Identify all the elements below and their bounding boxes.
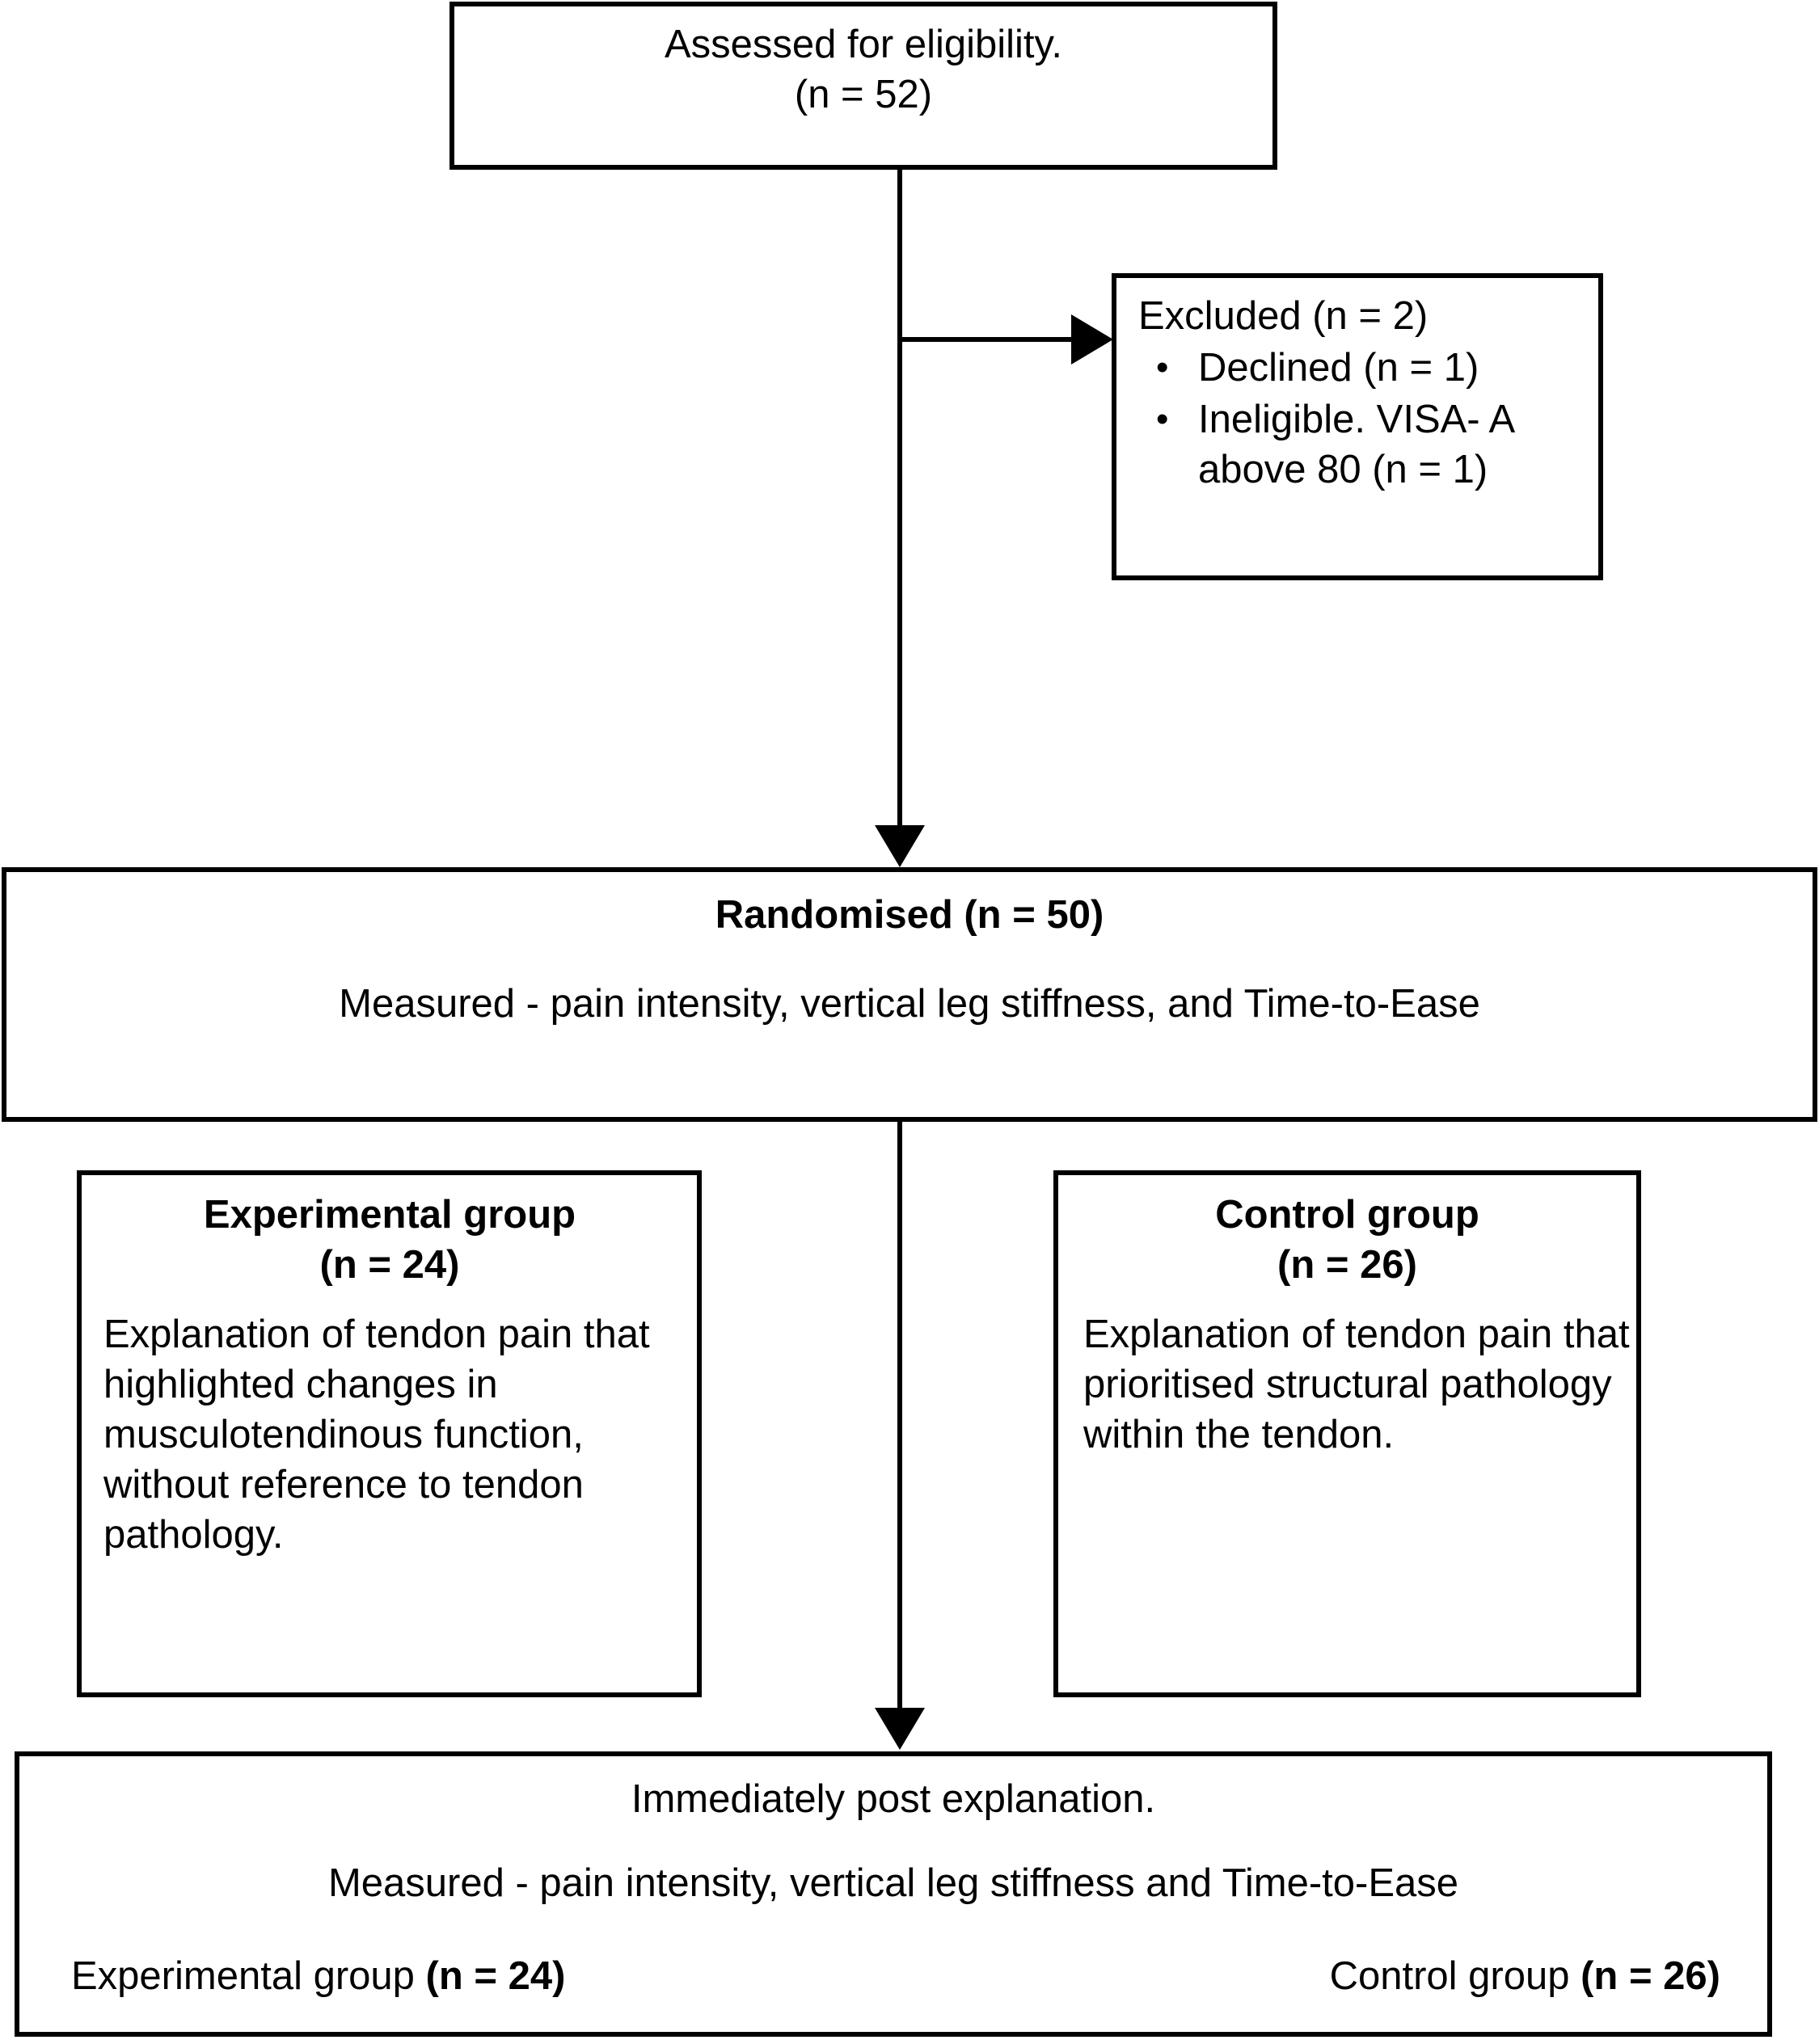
post-explanation-title: Immediately post explanation. xyxy=(631,1777,1156,1821)
control-group-description: Explanation of tendon pain that prioriti… xyxy=(1083,1313,1630,1456)
post-explanation-box xyxy=(15,1751,1772,2037)
excluded-title: Excluded (n = 2) xyxy=(1138,294,1429,338)
connector-excluded-horizontal xyxy=(897,337,1090,342)
experimental-group-title: Experimental group (n = 24) xyxy=(91,1190,689,1290)
post-control-group: Control group (n = 26) xyxy=(1330,1952,1720,2000)
arrowhead-to-post-explanation-icon xyxy=(875,1708,925,1750)
assessed-for-eligibility-text: Assessed for eligibility. (n = 52) xyxy=(449,19,1277,120)
post-explanation-measured-text: Measured - pain intensity, vertical leg … xyxy=(327,1861,1459,1905)
control-group-title: Control group (n = 26) xyxy=(1066,1190,1629,1290)
experimental-count: (n = 24) xyxy=(319,1243,460,1287)
experimental-title-line-1: Experimental group xyxy=(203,1193,576,1237)
control-title-line-1: Control group xyxy=(1215,1193,1479,1237)
arrowhead-to-excluded-icon xyxy=(1071,314,1113,365)
post-control-label: Control group xyxy=(1329,1954,1581,1998)
connector-randomised-vertical xyxy=(897,1122,902,1713)
post-control-count: (n = 26) xyxy=(1581,1954,1720,1998)
post-experimental-label: Experimental group xyxy=(71,1954,426,1998)
connector-assessed-vertical xyxy=(897,170,902,827)
arrowhead-to-randomised-icon xyxy=(875,825,925,867)
post-experimental-group: Experimental group (n = 24) xyxy=(71,1952,565,2000)
excluded-reasons-list: Declined (n = 1) Ineligible. VISA- A abo… xyxy=(1138,343,1599,496)
assessed-count: (n = 52) xyxy=(794,73,933,116)
assessed-line-1: Assessed for eligibility. xyxy=(664,23,1062,66)
control-group-box xyxy=(1053,1170,1641,1697)
randomised-measured-text: Measured - pain intensity, vertical leg … xyxy=(339,982,1480,1026)
control-count: (n = 26) xyxy=(1277,1243,1417,1287)
randomised-box xyxy=(2,867,1817,1122)
post-explanation-group-counts: Experimental group (n = 24) Control grou… xyxy=(71,1952,1720,2000)
list-item: Declined (n = 1) xyxy=(1156,343,1599,393)
randomised-title: Randomised (n = 50) xyxy=(715,893,1104,937)
list-item: Ineligible. VISA- A above 80 (n = 1) xyxy=(1156,394,1599,495)
assessed-for-eligibility-box xyxy=(449,2,1277,170)
experimental-group-box xyxy=(77,1170,702,1697)
experimental-group-description: Explanation of tendon pain that highligh… xyxy=(103,1313,650,1557)
post-experimental-count: (n = 24) xyxy=(425,1954,566,1998)
